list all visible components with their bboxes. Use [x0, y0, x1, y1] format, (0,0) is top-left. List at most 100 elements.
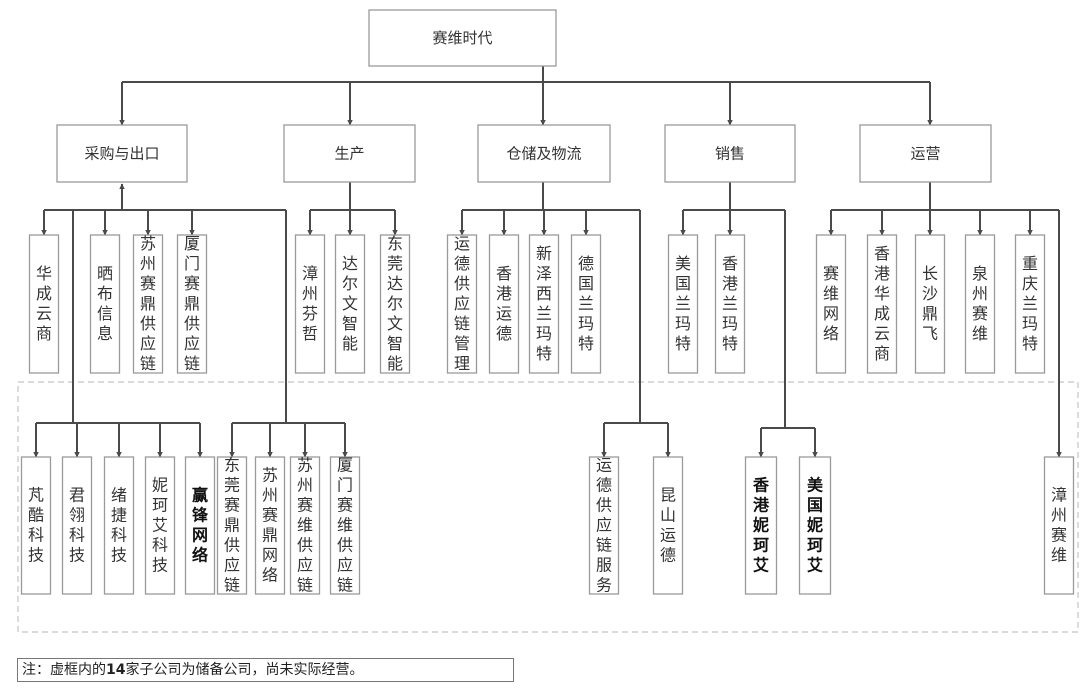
reserve-box-0-1-2-label: 苏州赛维供应链: [297, 456, 313, 595]
child-box-1-1[interactable]: 达尔文智能: [334, 234, 366, 374]
child-box-0-3[interactable]: 厦门赛鼎供应链: [176, 234, 208, 374]
child-box-3-1-frame: [714, 234, 746, 374]
reserve-box-0-0-1-frame: [61, 456, 93, 595]
child-box-2-2-label: 新泽西兰玛特: [536, 244, 552, 363]
reserve-box-2-0-0-frame: [588, 456, 620, 595]
child-box-4-0[interactable]: 赛维网络: [815, 234, 847, 374]
reserve-box-2-0-1-frame: [652, 456, 684, 595]
child-box-1-0-frame: [294, 234, 326, 374]
reserve-box-0-0-0-label: 芃酷科技: [28, 486, 44, 565]
child-box-4-3-frame: [964, 234, 996, 374]
reserve-box-0-1-0[interactable]: 东莞赛鼎供应链: [216, 456, 248, 595]
child-box-2-0[interactable]: 运德供应链管理: [446, 234, 478, 374]
child-box-4-3-label: 泉州赛维: [972, 264, 988, 343]
child-box-4-1-frame: [866, 234, 898, 374]
child-box-2-2[interactable]: 新泽西兰玛特: [528, 234, 560, 374]
child-box-1-2[interactable]: 东莞达尔文智能: [379, 234, 411, 374]
reserve-box-0-1-3-label: 厦门赛维供应链: [337, 456, 353, 595]
reserve-box-3-0-0[interactable]: 香港妮珂艾: [744, 456, 778, 595]
child-box-2-1-label: 香港运德: [496, 264, 512, 343]
reserve-box-0-0-2-frame: [103, 456, 135, 595]
child-box-0-1-label: 晒布信息: [97, 264, 113, 343]
reserve-box-0-0-4-label: 赢锋网络: [192, 486, 209, 565]
child-box-0-0-frame: [28, 234, 60, 374]
reserve-box-2-0-1[interactable]: 昆山运德: [652, 456, 684, 595]
reserve-box-0-0-1-label: 君翎科技: [69, 486, 85, 565]
reserve-box-0-1-1[interactable]: 苏州赛鼎网络: [254, 456, 286, 595]
reserve-box-0-1-2-frame: [289, 456, 321, 595]
dept-box-4-label: 运营: [910, 145, 940, 163]
dept-box-0-frame: [56, 124, 188, 183]
child-box-2-3-label: 德国兰玛特: [578, 254, 594, 353]
reserve-box-0-1-0-label: 东莞赛鼎供应链: [224, 456, 240, 595]
reserve-box-0-1-1-label: 苏州赛鼎网络: [262, 466, 278, 585]
dept-box-3-frame: [664, 124, 796, 183]
child-box-3-1-label: 香港兰玛特: [722, 254, 738, 353]
child-box-4-2[interactable]: 长沙鼎飞: [914, 234, 946, 374]
child-box-0-2-label: 苏州赛鼎供应链: [140, 234, 156, 373]
reserve-box-0-0-4[interactable]: 赢锋网络: [184, 456, 216, 595]
dept-box-3[interactable]: 销售: [664, 124, 796, 183]
child-box-1-2-frame: [379, 234, 411, 374]
child-box-3-0-label: 美国兰玛特: [675, 254, 691, 353]
root-box-frame: [368, 9, 557, 67]
reserve-box-0-0-2-label: 绪捷科技: [111, 486, 127, 565]
child-box-0-2[interactable]: 苏州赛鼎供应链: [132, 234, 164, 374]
child-box-2-2-frame: [528, 234, 560, 374]
dept-box-1-frame: [283, 124, 416, 183]
dept-box-1[interactable]: 生产: [283, 124, 416, 183]
child-box-3-0[interactable]: 美国兰玛特: [667, 234, 699, 374]
root-box[interactable]: 赛维时代: [368, 9, 557, 67]
child-box-4-0-frame: [815, 234, 847, 374]
child-box-2-1[interactable]: 香港运德: [488, 234, 520, 374]
child-box-4-3[interactable]: 泉州赛维: [964, 234, 996, 374]
dept-box-0[interactable]: 采购与出口: [56, 124, 188, 183]
reserve-box-0-1-2[interactable]: 苏州赛维供应链: [289, 456, 321, 595]
dept-box-4-frame: [859, 124, 992, 183]
footnote-prefix: 注：虚框内的: [22, 662, 106, 678]
child-box-0-0-label: 华成云商: [36, 264, 52, 343]
child-box-2-0-label: 运德供应链管理: [454, 234, 470, 373]
child-box-0-2-frame: [132, 234, 164, 374]
reserve-box-0-0-2[interactable]: 绪捷科技: [103, 456, 135, 595]
reserve-box-0-0-3[interactable]: 妮珂艾科技: [144, 456, 176, 595]
child-box-4-4-label: 重庆兰玛特: [1022, 254, 1038, 353]
reserve-box-4-0-0[interactable]: 漳州赛维: [1043, 456, 1075, 595]
reserve-box-0-0-3-frame: [144, 456, 176, 595]
child-box-4-0-label: 赛维网络: [823, 264, 839, 343]
dept-box-2[interactable]: 仓储及物流: [477, 124, 611, 183]
reserve-box-3-0-1-frame: [798, 456, 832, 595]
child-box-4-1[interactable]: 香港华成云商: [866, 234, 898, 374]
child-box-3-0-frame: [667, 234, 699, 374]
dept-box-3-label: 销售: [715, 145, 745, 163]
child-box-2-1-frame: [488, 234, 520, 374]
reserve-box-0-0-1[interactable]: 君翎科技: [61, 456, 93, 595]
dept-box-2-label: 仓储及物流: [506, 145, 581, 163]
reserve-box-0-0-0[interactable]: 芃酷科技: [20, 456, 52, 595]
child-box-4-2-label: 长沙鼎飞: [922, 264, 938, 343]
reserve-box-0-1-3[interactable]: 厦门赛维供应链: [329, 456, 361, 595]
child-box-2-3-frame: [570, 234, 602, 374]
reserve-box-0-1-3-frame: [329, 456, 361, 595]
footnote-suffix: 家子公司为储备公司，尚未实际经营。: [125, 662, 364, 678]
reserve-box-2-0-0[interactable]: 运德供应链服务: [588, 456, 620, 595]
child-box-0-3-label: 厦门赛鼎供应链: [184, 234, 200, 373]
dept-box-2-frame: [477, 124, 611, 183]
child-box-0-0[interactable]: 华成云商: [28, 234, 60, 374]
reserve-box-0-1-1-frame: [254, 456, 286, 595]
child-box-3-1[interactable]: 香港兰玛特: [714, 234, 746, 374]
child-box-1-0[interactable]: 漳州芬哲: [294, 234, 326, 374]
footnote-count: 14: [106, 662, 126, 678]
reserve-box-0-0-4-frame: [184, 456, 216, 595]
reserve-box-2-0-1-label: 昆山运德: [660, 486, 676, 565]
child-box-4-2-frame: [914, 234, 946, 374]
reserve-box-3-0-1[interactable]: 美国妮珂艾: [798, 456, 832, 595]
child-box-4-4[interactable]: 重庆兰玛特: [1014, 234, 1046, 374]
dept-box-4[interactable]: 运营: [859, 124, 992, 183]
child-box-2-3[interactable]: 德国兰玛特: [570, 234, 602, 374]
child-box-0-1[interactable]: 晒布信息: [89, 234, 121, 374]
child-box-1-2-label: 东莞达尔文智能: [387, 234, 403, 373]
reserve-box-3-0-0-label: 香港妮珂艾: [752, 476, 770, 575]
child-box-1-1-frame: [334, 234, 366, 374]
